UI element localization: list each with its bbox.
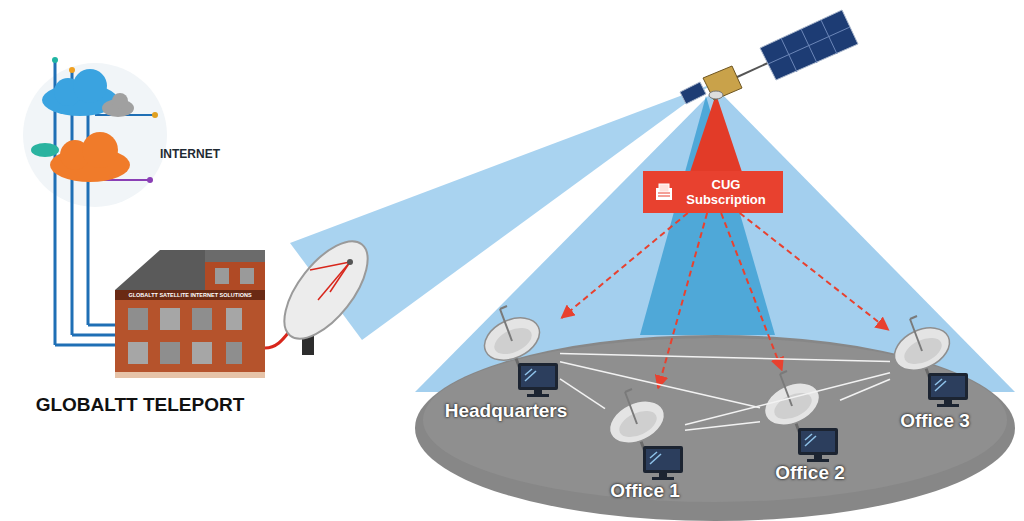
teleport-dish: [265, 228, 383, 355]
site-icon: [603, 389, 683, 480]
caption-label: GLOBALTT TELEPORT: [36, 394, 245, 416]
site-node: Office 1: [605, 390, 685, 480]
network-link: [685, 422, 760, 431]
subscription-arrow: [721, 213, 782, 370]
site-label: Headquarters: [445, 400, 568, 422]
document-icon: [654, 182, 674, 202]
site-icon: [478, 306, 558, 397]
site-node: Office 3: [890, 315, 970, 410]
site-icon: [888, 316, 968, 407]
cug-beam: [690, 94, 742, 172]
site-icon: [758, 371, 838, 462]
site-node: Headquarters: [480, 305, 560, 400]
network-link: [685, 373, 890, 425]
subscription-arrow: [658, 213, 707, 388]
subscription-arrow: [562, 213, 688, 318]
site-node: Office 2: [760, 372, 840, 462]
satellite: [680, 10, 858, 104]
subscription-arrow: [740, 213, 889, 330]
box-title: CUG Subscription: [680, 177, 772, 207]
network-link: [560, 362, 760, 408]
building-sign: GLOBALTT SATELLITE INTERNET SOLUTIONS: [128, 292, 251, 299]
subscription-box: CUG Subscription: [643, 171, 783, 213]
network-link: [560, 353, 890, 361]
caption-label: INTERNET: [160, 147, 220, 161]
site-label: Office 3: [900, 410, 970, 432]
site-label: Office 2: [775, 462, 845, 484]
network-link: [840, 379, 890, 400]
teleport-building: [115, 250, 265, 378]
site-label: Office 1: [610, 480, 680, 502]
